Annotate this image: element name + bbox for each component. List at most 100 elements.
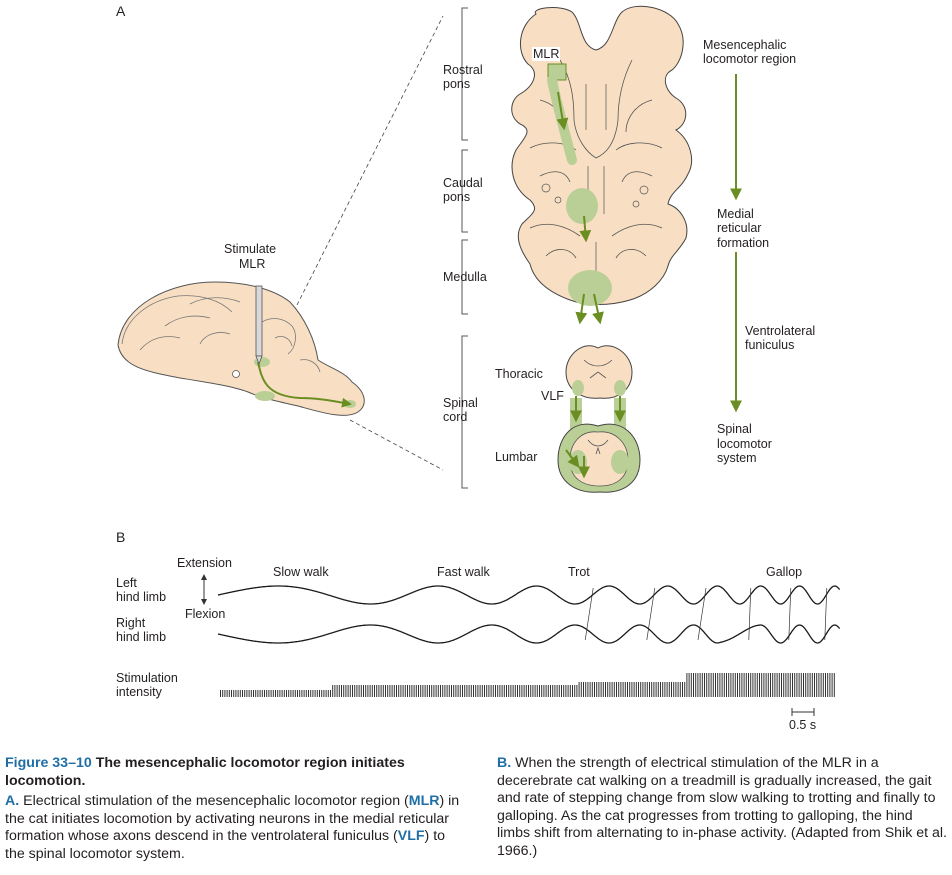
stim-pulse xyxy=(521,685,523,697)
medulla-label: Medulla xyxy=(443,270,487,284)
stim-pulse xyxy=(371,685,373,697)
stim-pulse xyxy=(671,682,672,697)
stim-pulse xyxy=(543,685,545,697)
intensity-label: intensity xyxy=(116,685,162,699)
stim-pulse xyxy=(290,690,292,697)
stim-pulse xyxy=(620,682,622,697)
figure-title: The mesencephalic locomotor region initi… xyxy=(5,755,405,789)
stim-pulse xyxy=(492,685,494,697)
stim-pulse xyxy=(259,690,261,697)
stim-pulse xyxy=(679,682,681,697)
stim-pulse xyxy=(224,690,226,697)
stim-pulse xyxy=(468,685,470,697)
caption-b-letter: B. xyxy=(497,755,512,771)
panel-a-letter: A xyxy=(116,3,126,19)
time-scale-label: 0.5 s xyxy=(789,718,817,732)
stim-pulse xyxy=(649,682,650,697)
stim-pulse xyxy=(385,685,386,697)
panel-b-letter: B xyxy=(116,529,126,545)
stim-pulse xyxy=(719,673,721,697)
stim-pulse xyxy=(411,685,413,697)
stim-pulse xyxy=(367,685,369,697)
phase-link xyxy=(824,587,828,641)
stim-pulse xyxy=(545,685,547,697)
stim-pulse xyxy=(277,690,279,697)
projection-line-top xyxy=(296,15,444,306)
stim-pulse xyxy=(323,690,325,697)
stim-pulse xyxy=(541,685,543,697)
stim-pulse xyxy=(466,685,468,697)
stim-pulse xyxy=(807,673,809,697)
stim-pulse xyxy=(233,690,235,697)
stim-pulse xyxy=(356,685,358,697)
stim-pulse xyxy=(470,685,472,697)
stim-pulse xyxy=(602,682,604,697)
caudal-pons-label: pons xyxy=(443,190,471,204)
stim-pulse xyxy=(343,685,345,697)
stim-pulse xyxy=(728,673,730,697)
stim-pulse xyxy=(816,673,818,697)
stim-pulse xyxy=(734,673,736,697)
stim-pulse xyxy=(756,673,758,697)
stim-pulse xyxy=(748,673,749,697)
stim-pulse xyxy=(316,690,318,697)
stim-pulse xyxy=(437,685,439,697)
stim-pulse xyxy=(591,682,593,697)
formation-label: formation xyxy=(717,236,770,250)
phase-link xyxy=(646,587,656,641)
stim-pulse xyxy=(433,685,435,697)
slow-walk-label: Slow walk xyxy=(273,565,329,579)
caption-a-text-1: Electrical stimulation of the mesencepha… xyxy=(23,793,409,809)
stim-pulse xyxy=(525,685,527,697)
stim-pulse xyxy=(261,690,263,697)
stim-pulse xyxy=(220,690,221,697)
stim-pulse xyxy=(336,685,338,697)
stim-pulse xyxy=(374,685,375,697)
stim-pulse xyxy=(831,673,833,697)
stim-pulse xyxy=(739,673,741,697)
stim-pulse xyxy=(778,673,780,697)
flexion-label: Flexion xyxy=(185,607,226,621)
stim-pulse xyxy=(697,673,699,697)
stim-pulse xyxy=(556,685,558,697)
stim-pulse xyxy=(294,690,296,697)
stim-pulse xyxy=(497,685,499,697)
stim-pulse xyxy=(640,682,642,697)
ventrolateral-label: Ventrolateral xyxy=(745,324,816,338)
caption-right: B. When the strength of electrical stimu… xyxy=(497,755,947,860)
time-scale-bar xyxy=(791,708,815,716)
stim-pulse xyxy=(721,673,723,697)
stim-pulse xyxy=(574,685,576,697)
stim-pulse xyxy=(789,673,791,697)
stim-pulse xyxy=(695,673,697,697)
caudal-label: Caudal xyxy=(443,176,483,190)
stim-pulse xyxy=(481,685,483,697)
stim-pulse xyxy=(730,673,732,697)
stim-pulse xyxy=(567,685,569,697)
stim-pulse xyxy=(822,673,824,697)
stim-pulse xyxy=(347,685,349,697)
stim-pulse xyxy=(794,673,796,697)
stim-pulse xyxy=(387,685,389,697)
caption-b-text: When the strength of electrical stimulat… xyxy=(497,755,947,859)
stim-pulse xyxy=(499,685,501,697)
caption-a-vlf: VLF xyxy=(397,828,425,844)
stim-pulse xyxy=(693,673,694,697)
stim-pulse xyxy=(547,685,549,697)
stim-pulse xyxy=(569,685,571,697)
stim-pulse xyxy=(409,685,411,697)
stim-pulse xyxy=(732,673,734,697)
stim-pulse xyxy=(814,673,815,697)
phase-link xyxy=(748,587,752,641)
stim-pulse xyxy=(699,673,701,697)
stim-pulse xyxy=(710,673,712,697)
right-hindlimb-label: hind limb xyxy=(116,630,167,644)
stim-pulse xyxy=(796,673,798,697)
stim-pulse xyxy=(532,685,534,697)
stim-pulse xyxy=(820,673,822,697)
stim-pulse xyxy=(536,685,538,697)
medial-label: Medial xyxy=(717,207,754,221)
stim-pulse xyxy=(226,690,228,697)
stim-pulse xyxy=(255,690,257,697)
stim-pulse xyxy=(413,685,415,697)
